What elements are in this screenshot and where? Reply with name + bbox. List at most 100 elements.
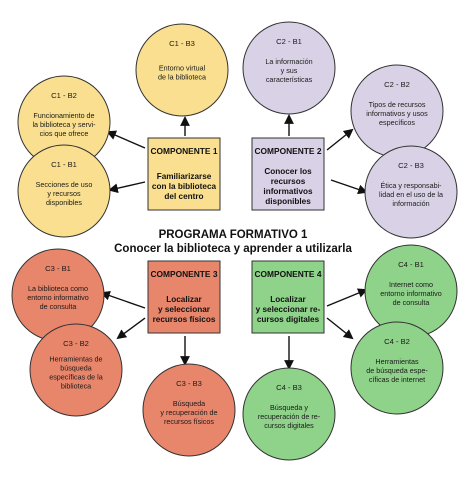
block-description-line: Internet como — [389, 280, 433, 289]
block-code: C2 - B3 — [398, 161, 424, 170]
block-description-line: información — [392, 199, 429, 208]
block-node-circle — [242, 367, 336, 461]
block-description-line: Búsqueda — [173, 399, 205, 408]
block-description-line: de la biblioteca — [158, 73, 206, 82]
block-description-line: específicas de la — [49, 373, 103, 382]
component-description-line: cursos digitales — [257, 315, 320, 324]
block-description-line: Entorno virtual — [159, 64, 206, 73]
component-description-line: disponibles — [265, 197, 311, 206]
component-description-line: informativos — [263, 187, 313, 196]
block-description-line: de consulta — [393, 298, 430, 307]
block-code: C1 - B3 — [169, 39, 195, 48]
block-code: C2 - B2 — [384, 80, 410, 89]
block-description-line: características — [266, 75, 313, 84]
arrows-layer — [100, 114, 368, 370]
block-code: C4 - B2 — [384, 337, 410, 346]
component-title: COMPONENTE 1 — [150, 146, 217, 156]
block-description-line: y recursos — [47, 189, 81, 198]
block-description-line: específicos — [379, 118, 415, 127]
block-description-line: entorno informativo — [27, 293, 89, 302]
component-box-2: COMPONENTE 2 Conocer losrecursosinformati… — [251, 137, 325, 211]
component-box-bg — [147, 137, 221, 211]
block-code: C3 - B2 — [63, 339, 89, 348]
component-description-line: del centro — [164, 192, 203, 201]
block-node-circle — [350, 321, 444, 415]
block-description-line: búsqueda — [60, 364, 92, 373]
block-node-circle — [135, 23, 229, 117]
block-node-circle — [17, 144, 111, 238]
block-description-line: entorno informativo — [380, 289, 442, 298]
block-description-line: informativos y usos — [366, 109, 428, 118]
block-description-line: recursos físicos — [164, 417, 214, 426]
component-description-line: Conocer los — [264, 167, 312, 176]
program-subtitle: Conocer la biblioteca y aprender a utili… — [114, 243, 352, 255]
arrow-6 — [330, 179, 368, 195]
component-description-line: Localizar — [270, 295, 306, 304]
block-description-line: biblioteca — [61, 382, 91, 391]
block-description-line: Búsqueda y — [270, 403, 308, 412]
block-description-line: cursos digitales — [264, 421, 314, 430]
block-description-line: y recuperación de — [160, 408, 217, 417]
block-description-line: Secciones de uso — [36, 180, 93, 189]
block-code: C3 - B1 — [45, 264, 71, 273]
block-description-line: de búsqueda espe- — [366, 366, 428, 375]
block-code: C3 - B3 — [176, 379, 202, 388]
component-box-bg — [251, 137, 325, 211]
block-description-line: disponibles — [46, 198, 82, 207]
block-code: C1 - B2 — [51, 91, 77, 100]
arrow-11 — [326, 317, 354, 340]
block-node-circle — [29, 323, 123, 417]
block-description-line: La información — [265, 57, 312, 66]
block-description-line: la biblioteca y servi- — [32, 120, 96, 129]
arrow-5 — [326, 128, 354, 151]
component-title: COMPONENTE 2 — [254, 146, 321, 156]
component-box-bg — [251, 260, 325, 334]
block-description-line: cíficas de internet — [369, 375, 425, 384]
block-description-line: cios que ofrece — [40, 129, 89, 138]
component-description-line: Familiarizarse — [157, 172, 212, 181]
component-title: COMPONENTE 4 — [254, 269, 321, 279]
block-description-line: lidad en el uso de la — [379, 190, 443, 199]
block-description-line: de consulta — [40, 302, 77, 311]
program-heading: PROGRAMA FORMATIVO 1 Conocer la bibliote… — [114, 229, 352, 255]
arrow-8 — [116, 317, 146, 340]
block-description-line: Tipos de recursos — [369, 100, 426, 109]
block-node-circle — [364, 145, 458, 239]
component-description-line: Localizar — [166, 295, 202, 304]
component-title: COMPONENTE 3 — [150, 269, 217, 279]
component-description-line: recursos — [271, 177, 306, 186]
arrow-10 — [326, 288, 368, 307]
block-code: C4 - B3 — [276, 383, 302, 392]
program-title: PROGRAMA FORMATIVO 1 — [159, 229, 308, 241]
block-code: C2 - B1 — [276, 37, 302, 46]
block-code: C4 - B1 — [398, 260, 424, 269]
block-code: C1 - B1 — [51, 160, 77, 169]
component-box-bg — [147, 260, 221, 334]
block-description-line: recuperación de re- — [258, 412, 321, 421]
block-description-line: La biblioteca como — [28, 284, 88, 293]
block-node-circle — [142, 363, 236, 457]
component-description-line: y seleccionar — [158, 305, 211, 314]
arrow-3 — [108, 181, 146, 194]
block-node-circle — [242, 21, 336, 115]
component-description-line: recursos físicos — [153, 315, 216, 324]
component-description-line: y seleccionar re- — [256, 305, 321, 314]
arrow-7 — [100, 290, 146, 309]
